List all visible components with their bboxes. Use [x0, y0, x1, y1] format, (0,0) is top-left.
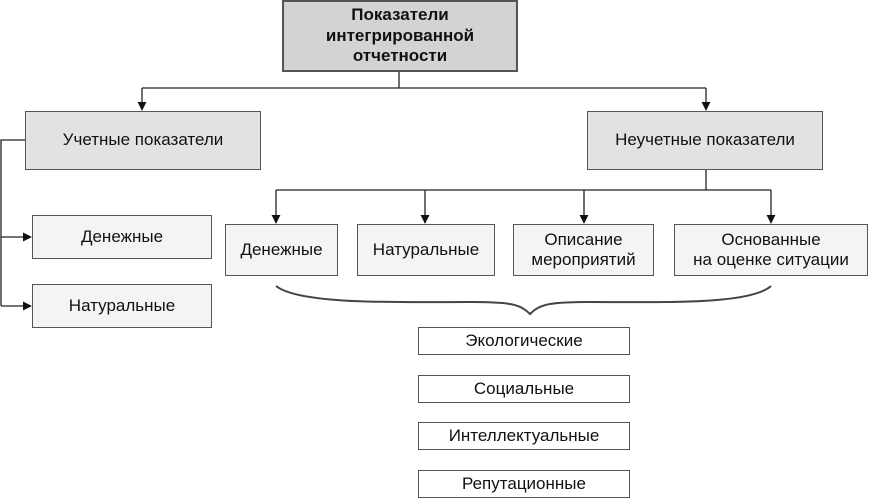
accounting-child-natural: Натуральные [32, 284, 212, 328]
curly-brace [275, 285, 772, 316]
root-node: Показатели интегрированной отчетности [282, 0, 518, 72]
non-accounting-node: Неучетные показатели [587, 111, 823, 170]
non-accounting-child-natural: Натуральные [357, 224, 495, 276]
category-reputational: Репутационные [418, 470, 630, 498]
root-title-line: Показатели [351, 5, 449, 25]
root-title-line: интегрированной [325, 25, 475, 45]
root-title-line: отчетности [352, 46, 448, 66]
node-label: Натуральные [68, 295, 176, 315]
accounting-child-money: Денежные [32, 215, 212, 259]
node-label-line: Основанные [721, 229, 821, 249]
connector-accounting-stem [0, 139, 25, 306]
node-label: Денежные [240, 239, 323, 259]
accounting-label: Учетные показатели [62, 130, 224, 150]
node-label-line: мероприятий [531, 250, 636, 269]
non-accounting-child-money: Денежные [225, 224, 338, 276]
category-intellectual: Интеллектуальные [418, 422, 630, 450]
non-accounting-label: Неучетные показатели [615, 130, 795, 150]
node-label-line: на оценке ситуации [693, 250, 849, 269]
non-accounting-child-events: Описание мероприятий [513, 224, 654, 276]
category-label: Экологические [465, 330, 583, 350]
category-social: Социальные [418, 375, 630, 403]
node-label: Натуральные [372, 239, 480, 259]
category-ecological: Экологические [418, 327, 630, 355]
accounting-node: Учетные показатели [25, 111, 261, 170]
node-label-line: Описание [544, 229, 623, 249]
node-label: Денежные [80, 226, 164, 246]
category-label: Репутационные [462, 473, 586, 493]
category-label: Интеллектуальные [448, 425, 600, 445]
category-label: Социальные [473, 378, 575, 398]
non-accounting-child-situation: Основанные на оценке ситуации [674, 224, 868, 276]
